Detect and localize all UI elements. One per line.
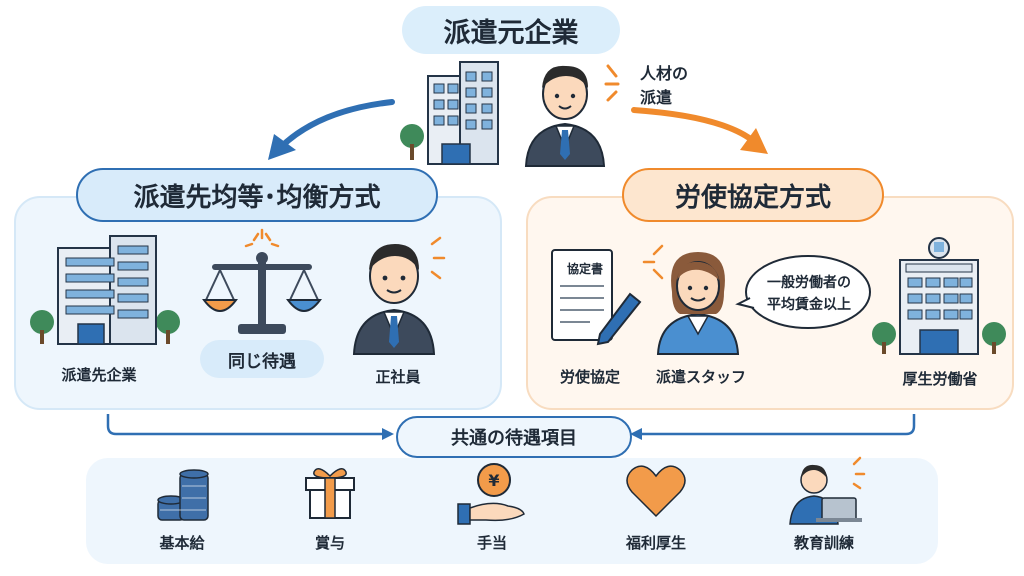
- heart-icon: [626, 465, 686, 518]
- yen-coin-hand-icon: ¥: [457, 463, 525, 525]
- office-building-icon: [30, 235, 180, 345]
- training-laptop-icon: [789, 456, 866, 525]
- item-label-dispatch-destination: 派遣先企業: [61, 366, 137, 384]
- labor-agreement-title: 労使協定方式: [622, 168, 884, 222]
- agreement-document-icon: [551, 249, 642, 346]
- gift-box-icon: [305, 468, 355, 519]
- svg-text:¥: ¥: [488, 471, 499, 490]
- ministry-building-icon: [872, 237, 1006, 355]
- common-label-welfare: 福利厚生: [625, 534, 686, 552]
- common-label-allowance: 手当: [476, 534, 507, 552]
- attention-sparks-icon: [604, 64, 620, 102]
- common-label-training: 教育訓練: [793, 534, 854, 552]
- equal-balance-title: 派遣先均等･均衡方式: [76, 168, 438, 222]
- dispatched-staff-icon: [656, 236, 740, 355]
- speech-bubble-icon: [735, 255, 871, 329]
- staff-sparks-icon: [642, 244, 664, 280]
- businessman-icon: [352, 228, 446, 355]
- bubble-line2: 平均賃金以上: [767, 297, 851, 313]
- item-label-regular-employee: 正社員: [375, 368, 421, 386]
- bubble-line1: 一般労働者の: [767, 275, 851, 291]
- origin-building-icon: [400, 61, 499, 165]
- agreement-doc-title: 協定書: [566, 262, 603, 276]
- dispatch-note-line2: 派遣: [640, 88, 673, 107]
- common-label-base-salary: 基本給: [159, 534, 205, 552]
- origin-businessman-icon: [524, 65, 606, 167]
- item-label-ministry: 厚生労働省: [902, 370, 978, 388]
- balance-scale-icon: [202, 228, 322, 334]
- coin-stack-icon: [157, 469, 209, 521]
- common-items-title: 共通の待遇項目: [396, 416, 632, 458]
- item-label-labor-agreement: 労使協定: [559, 368, 620, 386]
- common-label-bonus: 賞与: [314, 534, 345, 552]
- item-label-dispatched-staff: 派遣スタッフ: [655, 368, 746, 386]
- same-treatment-badge: 同じ待遇: [200, 340, 324, 378]
- dispatch-origin-title: 派遣元企業: [402, 6, 620, 54]
- dispatch-note-line1: 人材の: [640, 64, 689, 83]
